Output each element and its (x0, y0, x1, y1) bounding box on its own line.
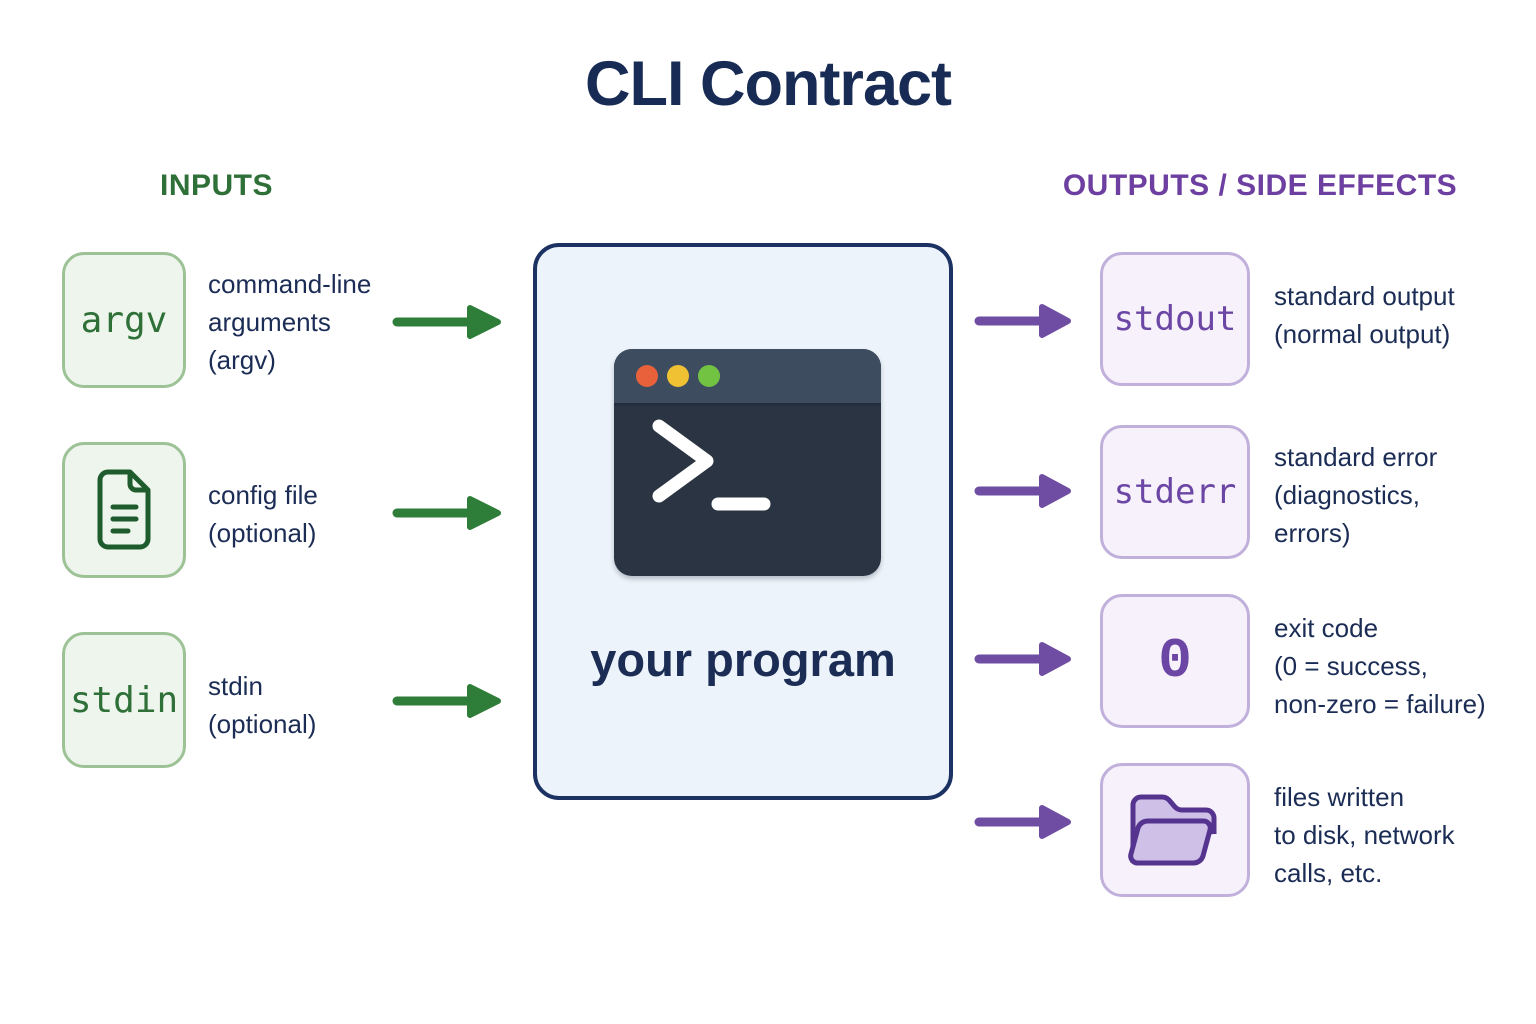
terminal-titlebar (614, 349, 881, 406)
argv-box: argv (62, 252, 186, 388)
label-line: (argv) (208, 345, 276, 375)
config-file-box (62, 442, 186, 578)
label-line: exit code (1274, 613, 1379, 643)
stdout-box-label: stdout (1113, 299, 1237, 339)
label-line: stdin (208, 671, 263, 701)
arrow-right-icon (392, 305, 501, 339)
config-file-label: config file (optional) (208, 476, 318, 552)
program-label: your program (590, 633, 896, 686)
label-line: standard output (1274, 281, 1455, 311)
files-label: files written to disk, network calls, et… (1274, 778, 1455, 892)
label-line: non-zero = failure) (1274, 689, 1486, 719)
stdout-box: stdout (1100, 252, 1250, 386)
argv-label: command-line arguments (argv) (208, 265, 371, 379)
exit-code-box-label: 0 (1158, 629, 1192, 693)
arrow-right-icon (974, 805, 1071, 839)
stdin-label: stdin (optional) (208, 667, 316, 743)
folder-icon (1128, 794, 1217, 866)
terminal-icon (614, 349, 881, 576)
label-line: command-line (208, 269, 372, 299)
label-line: arguments (208, 307, 331, 337)
outputs-heading: OUTPUTS / SIDE EFFECTS (1062, 169, 1458, 202)
label-line: standard error (1274, 442, 1438, 472)
label-line: calls, etc. (1274, 858, 1383, 888)
label-line: (normal output) (1274, 319, 1451, 349)
inputs-heading: INPUTS (160, 169, 274, 202)
stderr-label: standard error (diagnostics, errors) (1274, 438, 1437, 552)
traffic-dot-red-icon (636, 365, 658, 387)
arrow-right-icon (974, 474, 1071, 508)
arrow-right-icon (392, 684, 501, 718)
label-line: (optional) (208, 518, 317, 548)
arrow-right-icon (974, 642, 1071, 676)
traffic-dot-green-icon (698, 365, 720, 387)
label-line: errors) (1274, 518, 1351, 548)
label-line: config file (208, 480, 318, 510)
label-line: files written (1274, 782, 1405, 812)
stderr-box: stderr (1100, 425, 1250, 559)
files-box (1100, 763, 1250, 897)
program-box: your program (533, 243, 953, 800)
stderr-box-label: stderr (1113, 472, 1237, 512)
argv-box-label: argv (80, 299, 168, 341)
document-icon (97, 469, 151, 550)
label-line: to disk, network (1274, 820, 1455, 850)
label-line: (diagnostics, (1274, 480, 1420, 510)
traffic-dot-yellow-icon (667, 365, 689, 387)
arrow-right-icon (392, 496, 501, 530)
page-title: CLI Contract (585, 49, 952, 119)
label-line: (0 = success, (1274, 651, 1428, 681)
exit-code-label: exit code (0 = success, non-zero = failu… (1274, 609, 1486, 723)
arrow-right-icon (974, 304, 1071, 338)
terminal-prompt-icon (652, 419, 771, 511)
label-line: (optional) (208, 709, 317, 739)
stdin-box-label: stdin (69, 679, 179, 721)
stdin-box: stdin (62, 632, 186, 768)
stdout-label: standard output (normal output) (1274, 277, 1455, 353)
exit-code-box: 0 (1100, 594, 1250, 728)
